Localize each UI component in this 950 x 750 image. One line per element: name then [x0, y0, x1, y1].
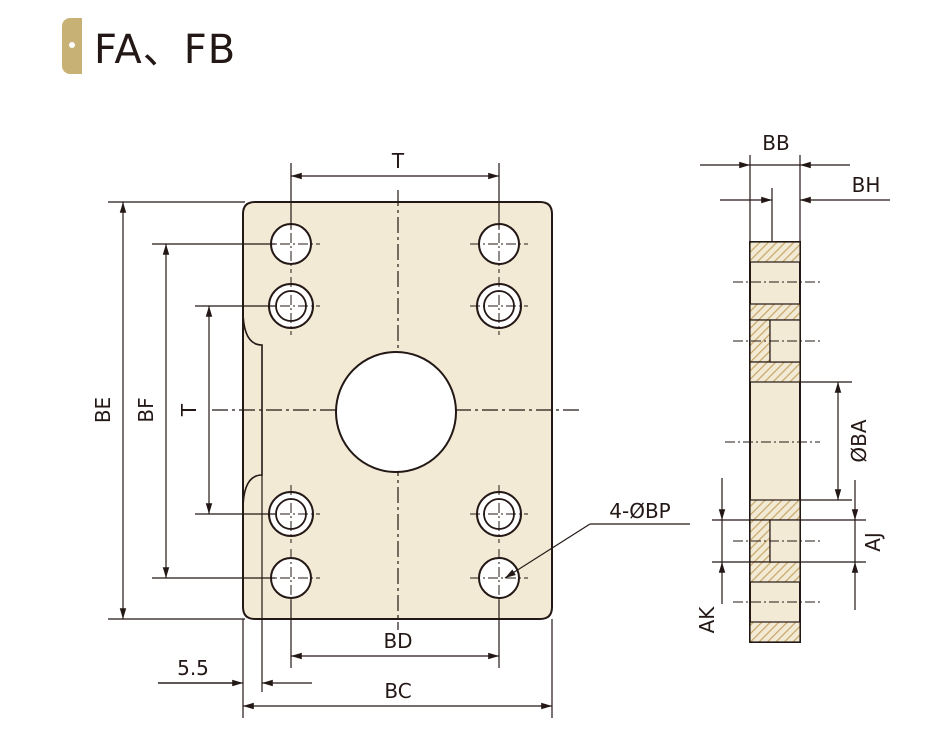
dim-BE: BE — [91, 397, 115, 423]
dim-BC: BC — [384, 679, 411, 703]
front-dimensions — [108, 163, 690, 718]
section-hatch-5 — [749, 499, 801, 521]
hole-callout: 4-ØBP — [609, 499, 670, 523]
section-hatch-7 — [749, 561, 801, 583]
dim-T-side: T — [177, 403, 201, 417]
dim-BA: ØBA — [847, 419, 871, 462]
title-dot-icon — [69, 42, 75, 48]
title-marker — [62, 18, 82, 74]
front-view — [212, 190, 580, 630]
dim-offset: 5.5 — [177, 656, 209, 680]
page-title: FA、FB — [94, 27, 237, 73]
dim-BF: BF — [134, 397, 158, 422]
section-title: FA、FB — [62, 18, 236, 74]
side-view — [725, 241, 820, 643]
section-hatch-8 — [749, 621, 801, 643]
section-hatch-4 — [749, 361, 801, 383]
section-hatch-2 — [749, 303, 801, 321]
dim-AJ: AJ — [861, 532, 885, 552]
center-bore — [335, 351, 457, 473]
dim-BH: BH — [852, 173, 881, 197]
dim-BD: BD — [383, 629, 412, 653]
dim-BB: BB — [762, 131, 789, 155]
side-dimensions — [700, 155, 890, 610]
side-centerlines — [725, 281, 820, 603]
dim-T-top: T — [391, 149, 405, 173]
section-hatch-1 — [749, 241, 801, 263]
dim-AK: AK — [695, 606, 719, 634]
